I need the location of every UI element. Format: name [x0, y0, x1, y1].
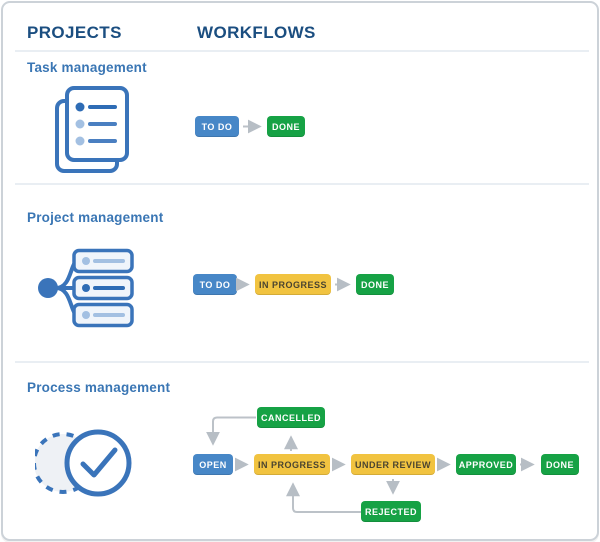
status-badge-open: OPEN — [193, 454, 233, 475]
status-badge-rejected: REJECTED — [361, 501, 421, 522]
status-badge-under-review: UNDER REVIEW — [351, 454, 435, 475]
status-badge-approved: APPROVED — [456, 454, 516, 475]
project-items-tree-icon — [38, 248, 134, 328]
status-badge-in-progress: IN PROGRESS — [255, 274, 331, 295]
status-badge-done: DONE — [541, 454, 579, 475]
section-divider — [15, 361, 589, 363]
process-check-circle-icon — [35, 429, 132, 497]
status-badge-done: DONE — [267, 116, 305, 137]
section-title-project-management: Project management — [27, 210, 164, 225]
section-title-task-management: Task management — [27, 60, 147, 75]
column-header-projects: PROJECTS — [27, 23, 122, 42]
status-badge-done: DONE — [356, 274, 394, 295]
header-divider — [15, 50, 589, 52]
status-badge-cancelled: CANCELLED — [257, 407, 325, 428]
status-badge-in-progress: IN PROGRESS — [254, 454, 330, 475]
column-header-workflows: WORKFLOWS — [197, 23, 316, 42]
status-badge-todo: TO DO — [193, 274, 237, 295]
section-divider — [15, 183, 589, 185]
status-badge-todo: TO DO — [195, 116, 239, 137]
task-list-pages-icon — [55, 86, 129, 173]
section-title-process-management: Process management — [27, 380, 171, 395]
